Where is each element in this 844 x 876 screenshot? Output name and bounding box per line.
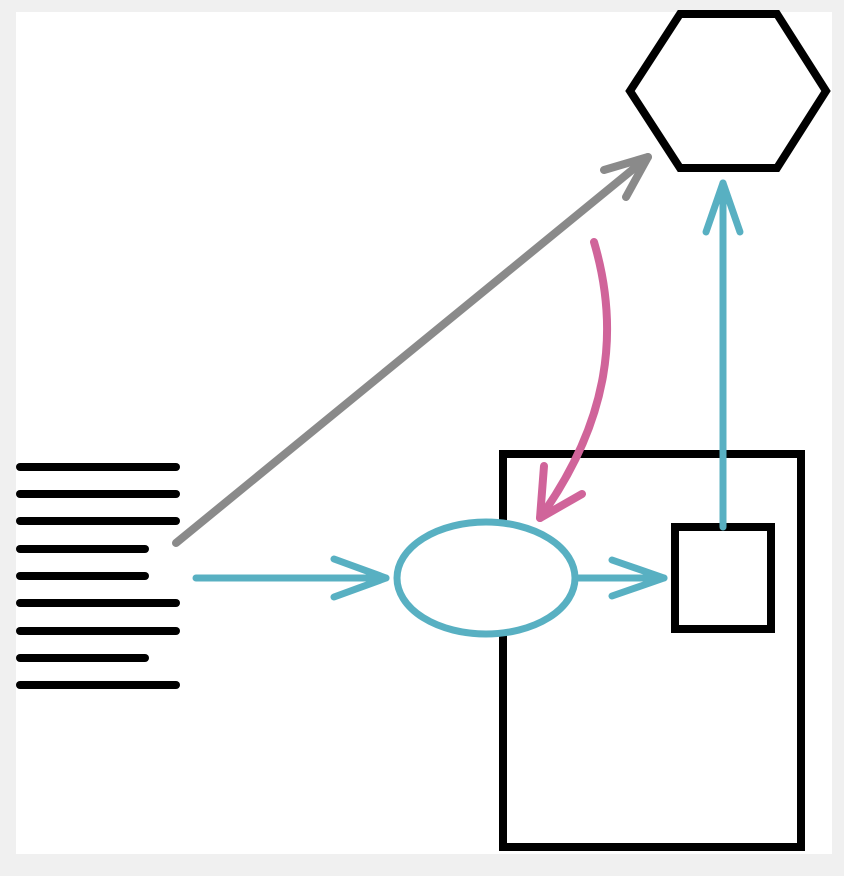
gray-diagonal-arrow bbox=[172, 153, 652, 547]
small-square bbox=[671, 523, 775, 633]
teal-oval-to-square-arrow bbox=[574, 556, 668, 600]
pink-arrowhead bbox=[536, 462, 586, 522]
teal-lines-to-oval-arrow bbox=[192, 555, 390, 601]
teal-arrowhead bbox=[330, 555, 390, 601]
oval bbox=[393, 518, 579, 638]
pink-curved-arrow bbox=[536, 238, 612, 522]
teal-square-to-hexagon-arrow bbox=[702, 179, 744, 531]
gray-arrowhead bbox=[600, 153, 652, 201]
hexagon bbox=[625, 10, 831, 172]
teal-arrowhead bbox=[608, 556, 668, 600]
line-stack bbox=[16, 463, 180, 689]
large-rectangle bbox=[499, 450, 805, 851]
teal-arrowhead bbox=[702, 179, 744, 236]
